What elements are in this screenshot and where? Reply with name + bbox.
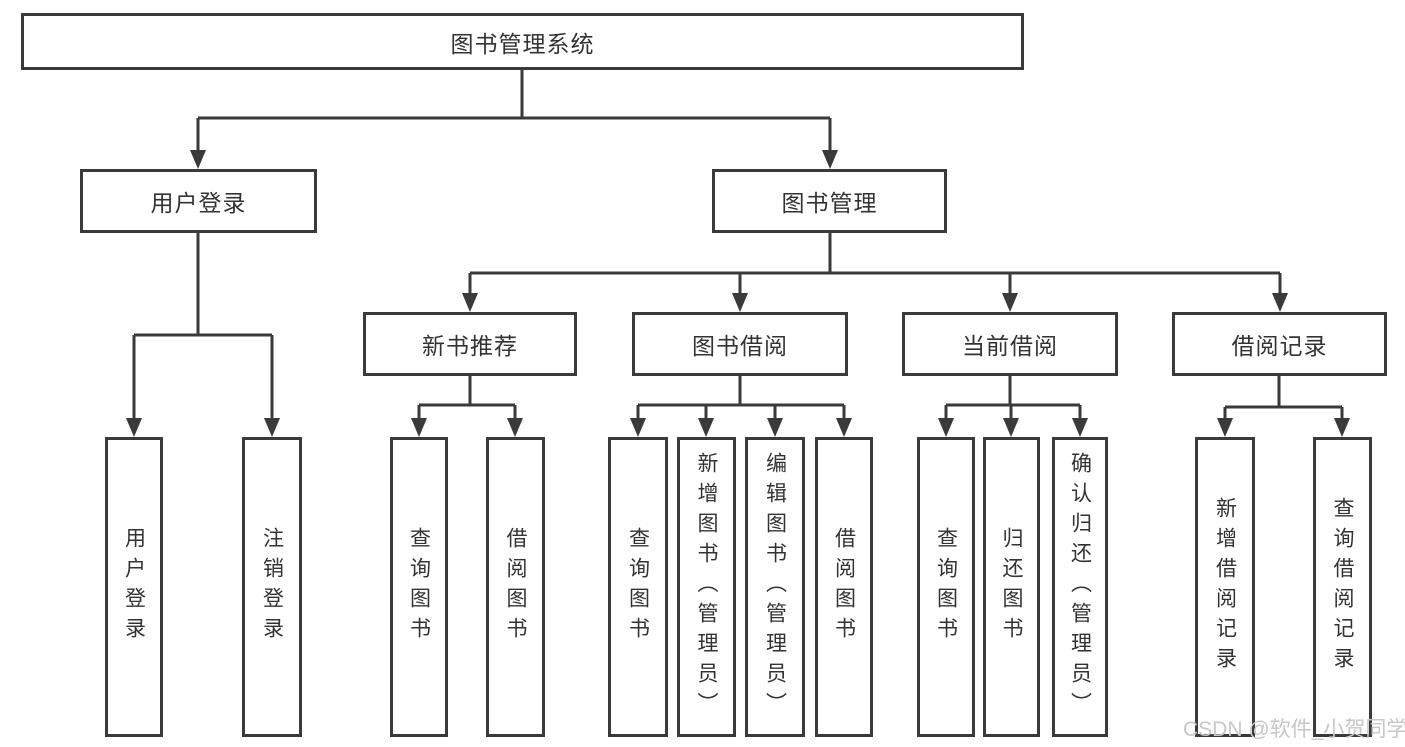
node-book-borrowing: 图书借阅 (632, 312, 848, 376)
leaf-user-login: 用户登录 (105, 437, 163, 737)
leaf-query-books-recommend: 查询图书 (390, 437, 448, 737)
node-user-login: 用户登录 (80, 169, 317, 233)
leaf-query-books-current: 查询图书 (917, 437, 975, 737)
leaf-query-books-borrowing: 查询图书 (608, 437, 668, 737)
leaf-add-books-admin: 新增图书（管理员） (677, 437, 736, 737)
node-book-management: 图书管理 (712, 169, 947, 233)
node-root-library-management-system: 图书管理系统 (21, 13, 1024, 70)
leaf-borrow-books-borrowing: 借阅图书 (815, 437, 873, 737)
leaf-confirm-return-admin: 确认归还（管理员） (1052, 437, 1108, 737)
connector-edges (132, 70, 1344, 421)
leaf-edit-books-admin: 编辑图书（管理员） (745, 437, 805, 737)
node-new-book-recommendation: 新书推荐 (363, 312, 577, 376)
leaf-add-borrow-record: 新增借阅记录 (1195, 437, 1255, 737)
leaf-return-books: 归还图书 (983, 437, 1040, 737)
node-borrowing-records: 借阅记录 (1172, 312, 1387, 376)
leaf-logout: 注销登录 (242, 437, 302, 737)
leaf-borrow-books-recommend: 借阅图书 (486, 437, 545, 737)
leaf-query-borrow-record: 查询借阅记录 (1313, 437, 1372, 737)
csdn-watermark: CSDN @软件_小贺同学 (1183, 718, 1405, 741)
node-current-borrowing: 当前借阅 (902, 312, 1118, 376)
connector-arrowheads (126, 150, 1350, 437)
